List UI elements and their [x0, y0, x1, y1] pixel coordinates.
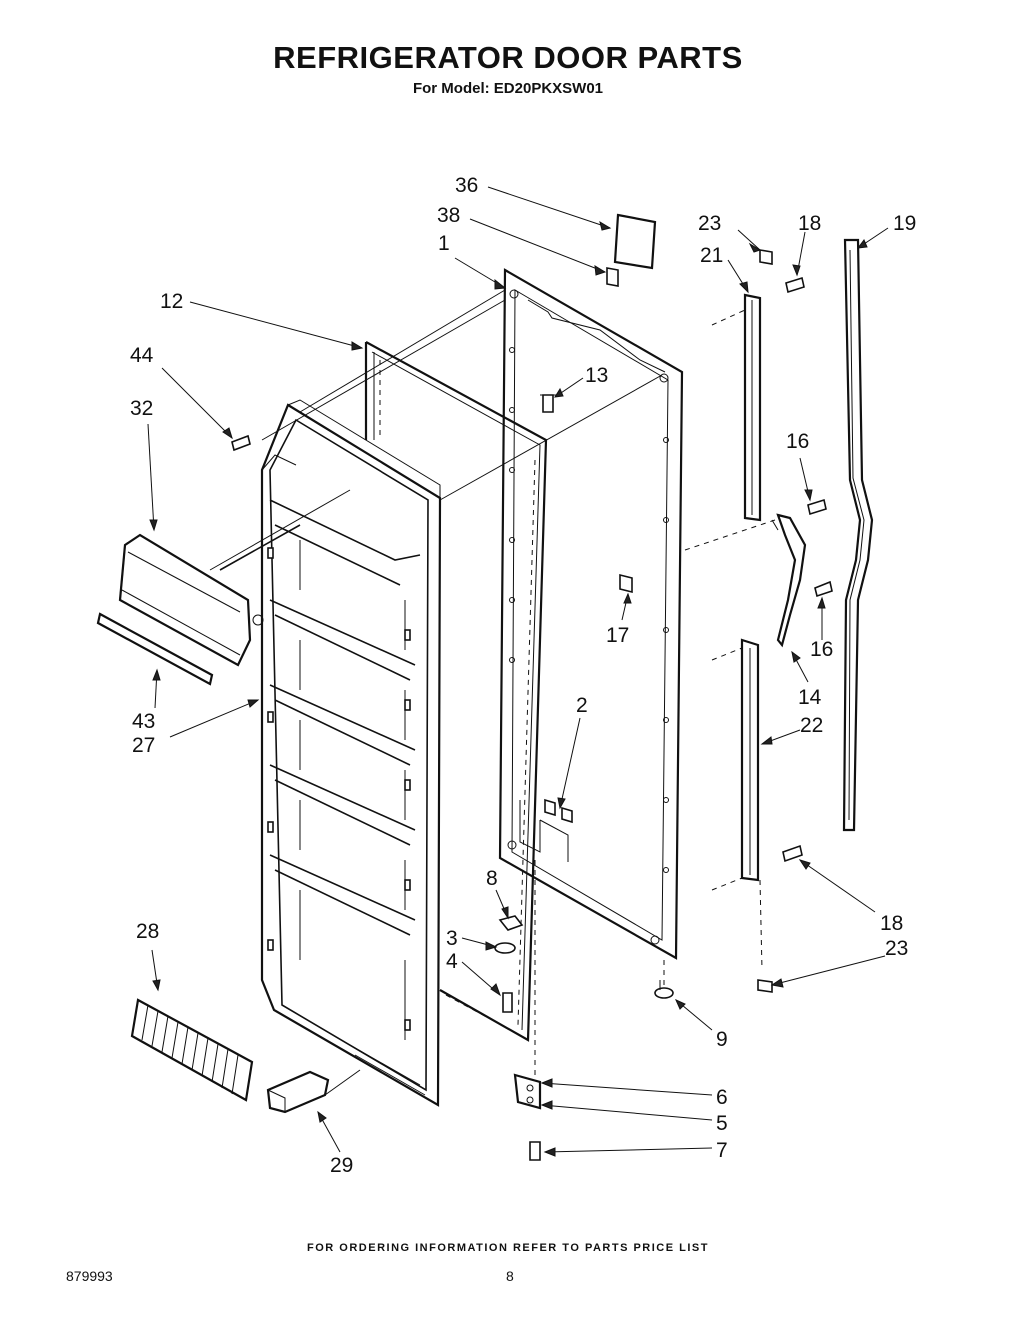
- washer-3: [494, 942, 516, 954]
- callout-2: 2: [576, 694, 588, 717]
- callout-23-bottom: 23: [885, 937, 908, 960]
- page-number: 8: [506, 1268, 514, 1284]
- badge-plate: [613, 213, 657, 270]
- door-stop-clip: [619, 573, 633, 594]
- callout-13: 13: [585, 364, 608, 387]
- callout-32: 32: [130, 397, 153, 420]
- cap-23-top: [759, 249, 773, 265]
- screw-4: [502, 992, 513, 1013]
- dairy-compartment-door: [118, 524, 301, 667]
- callout-9: 9: [716, 1028, 728, 1051]
- bottom-grille: [130, 998, 254, 1102]
- screw-18-top: [785, 276, 805, 294]
- upper-hinge-rail: [711, 293, 762, 522]
- page-title: REFRIGERATOR DOOR PARTS: [273, 40, 743, 75]
- door-inner-liner: [260, 399, 442, 1107]
- cap-23-bottom: [757, 979, 773, 993]
- callout-16-lower: 16: [810, 638, 833, 661]
- callout-28: 28: [136, 920, 159, 943]
- callout-18-top: 18: [798, 212, 821, 235]
- screw-7: [529, 1141, 541, 1161]
- callout-44: 44: [130, 344, 154, 367]
- door-gasket: [364, 341, 548, 1042]
- screw-16-lower: [814, 580, 833, 598]
- screw-44: [231, 434, 251, 452]
- leader-lines: [147, 186, 889, 1157]
- screw-18-bottom: [782, 844, 803, 863]
- callout-7: 7: [716, 1139, 728, 1162]
- callout-18-bottom: 18: [880, 912, 903, 935]
- callout-17: 17: [606, 624, 629, 647]
- door-outer-panel: [498, 268, 684, 960]
- lower-hinge-rail: [711, 638, 763, 971]
- callout-12: 12: [160, 290, 183, 313]
- callout-21: 21: [700, 244, 723, 267]
- ordering-note: FOR ORDERING INFORMATION REFER TO PARTS …: [307, 1242, 709, 1254]
- hinge-6: [513, 1073, 542, 1110]
- callout-3: 3: [446, 927, 458, 950]
- callout-29: 29: [330, 1154, 353, 1177]
- door-closer-2: [544, 798, 573, 824]
- callout-14: 14: [798, 686, 822, 709]
- callout-22: 22: [800, 714, 823, 737]
- callout-labels: 36 38 1 23 18 19 21 12 13 44 32 16 17 16…: [130, 174, 916, 1177]
- callout-23-top: 23: [698, 212, 721, 235]
- callout-19: 19: [893, 212, 916, 235]
- callout-36: 36: [455, 174, 478, 197]
- door-bottom-cap: [266, 1069, 361, 1114]
- handle-bracket: [684, 513, 807, 648]
- callout-27: 27: [132, 734, 155, 757]
- cam-9: [654, 980, 674, 999]
- callout-6: 6: [716, 1086, 728, 1109]
- callout-8: 8: [486, 867, 498, 890]
- callout-5: 5: [716, 1112, 728, 1135]
- callout-16-upper: 16: [786, 430, 809, 453]
- model-subtitle: For Model: ED20PKXSW01: [412, 80, 604, 97]
- callout-1: 1: [438, 232, 450, 255]
- document-number: 879993: [66, 1268, 113, 1284]
- top-screw: [540, 394, 556, 413]
- badge-clip: [606, 267, 619, 287]
- callout-4: 4: [446, 950, 458, 973]
- callout-38: 38: [437, 204, 460, 227]
- bushing-8: [498, 915, 524, 931]
- dairy-door-trim-strip: [96, 612, 214, 686]
- screw-16-upper: [807, 498, 827, 516]
- handle-trim: [842, 238, 874, 832]
- callout-43: 43: [132, 710, 155, 733]
